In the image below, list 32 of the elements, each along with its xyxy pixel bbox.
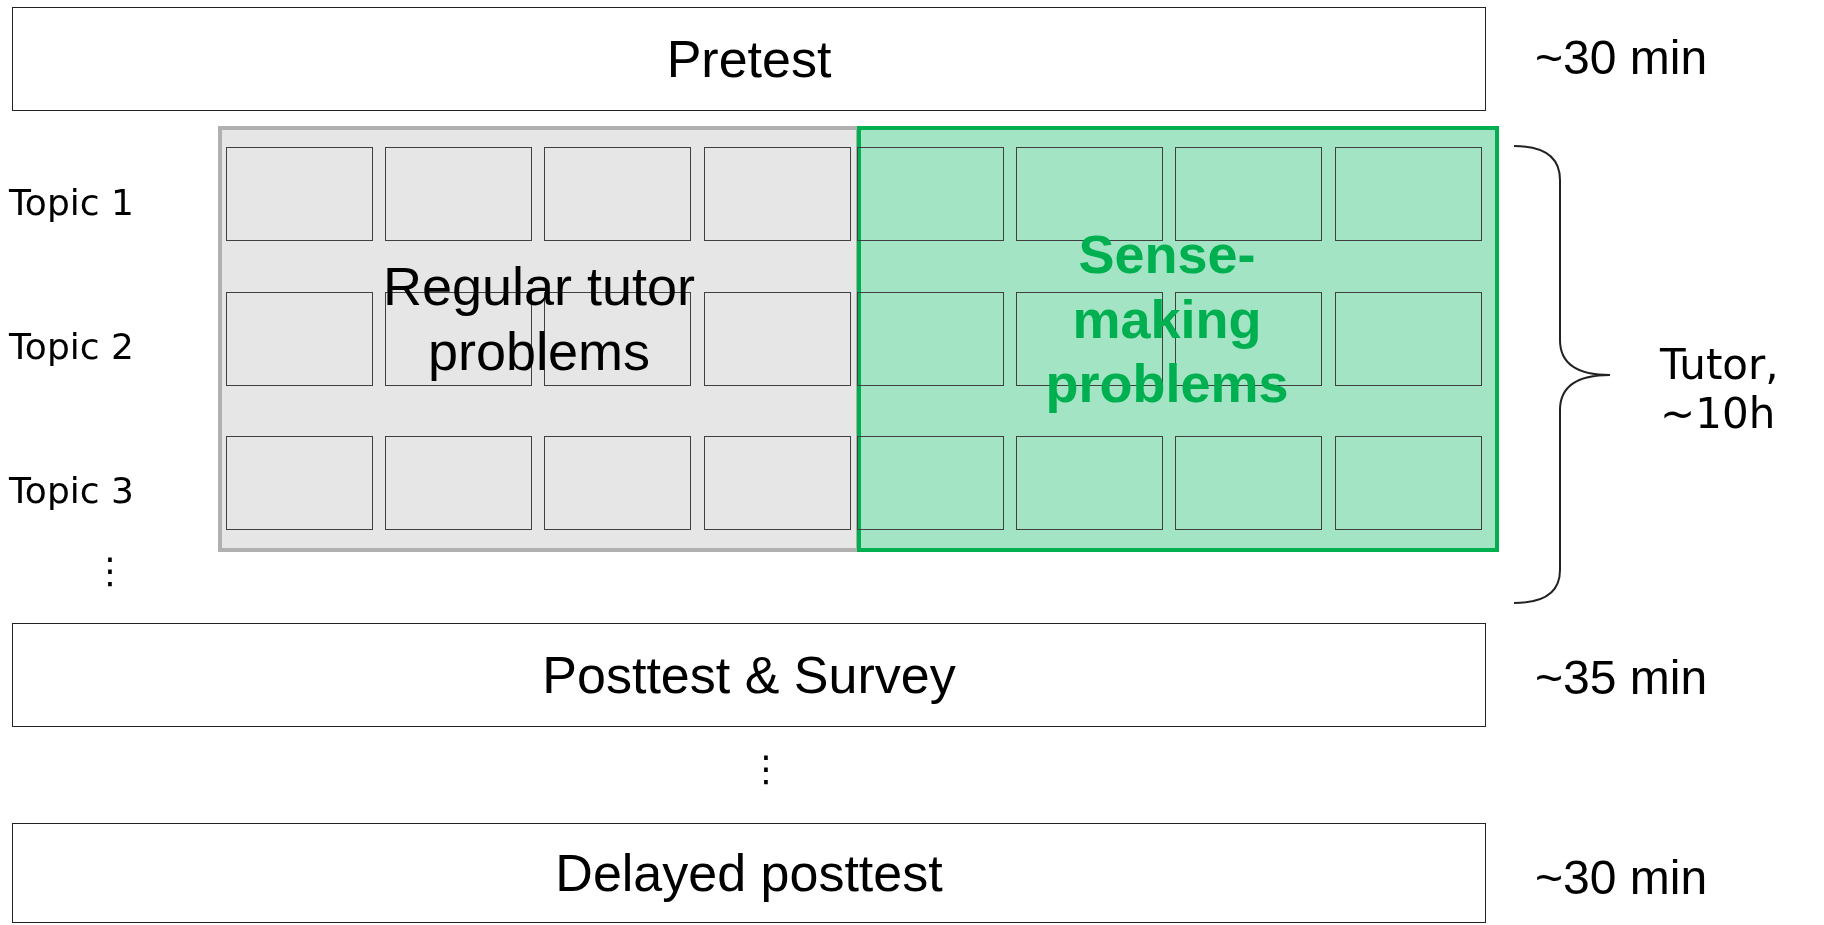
problem-box [1335,436,1482,530]
duration-label: ~30 min [1535,30,1708,85]
topic-label: Topic 3 [9,470,134,511]
problem-box [544,436,691,530]
problem-box [1335,292,1482,386]
duration-label: Tutor, ~10h [1660,340,1780,438]
problem-box [857,147,1004,241]
ellipsis: ⋮ [92,550,128,591]
problem-box [1016,436,1163,530]
problem-box [704,436,851,530]
problem-box [385,147,532,241]
problem-box [385,436,532,530]
topic-label: Topic 1 [9,182,134,223]
problem-region [218,126,860,552]
stage-box: Pretest [12,7,1486,111]
problem-box [1175,436,1322,530]
problem-box [704,292,851,386]
duration-label: ~30 min [1535,850,1708,905]
stage-box: Delayed posttest [12,823,1486,923]
problem-box [226,436,373,530]
problem-box [704,147,851,241]
ellipsis: ⋮ [748,748,784,789]
problem-box [544,147,691,241]
problem-box [226,292,373,386]
problem-box [857,436,1004,530]
problem-box [226,147,373,241]
problem-box [1335,147,1482,241]
problem-region [857,126,1499,552]
problem-box [857,292,1004,386]
topic-label: Topic 2 [9,326,134,367]
stage-box: Posttest & Survey [12,623,1486,727]
duration-label: ~35 min [1535,650,1708,705]
